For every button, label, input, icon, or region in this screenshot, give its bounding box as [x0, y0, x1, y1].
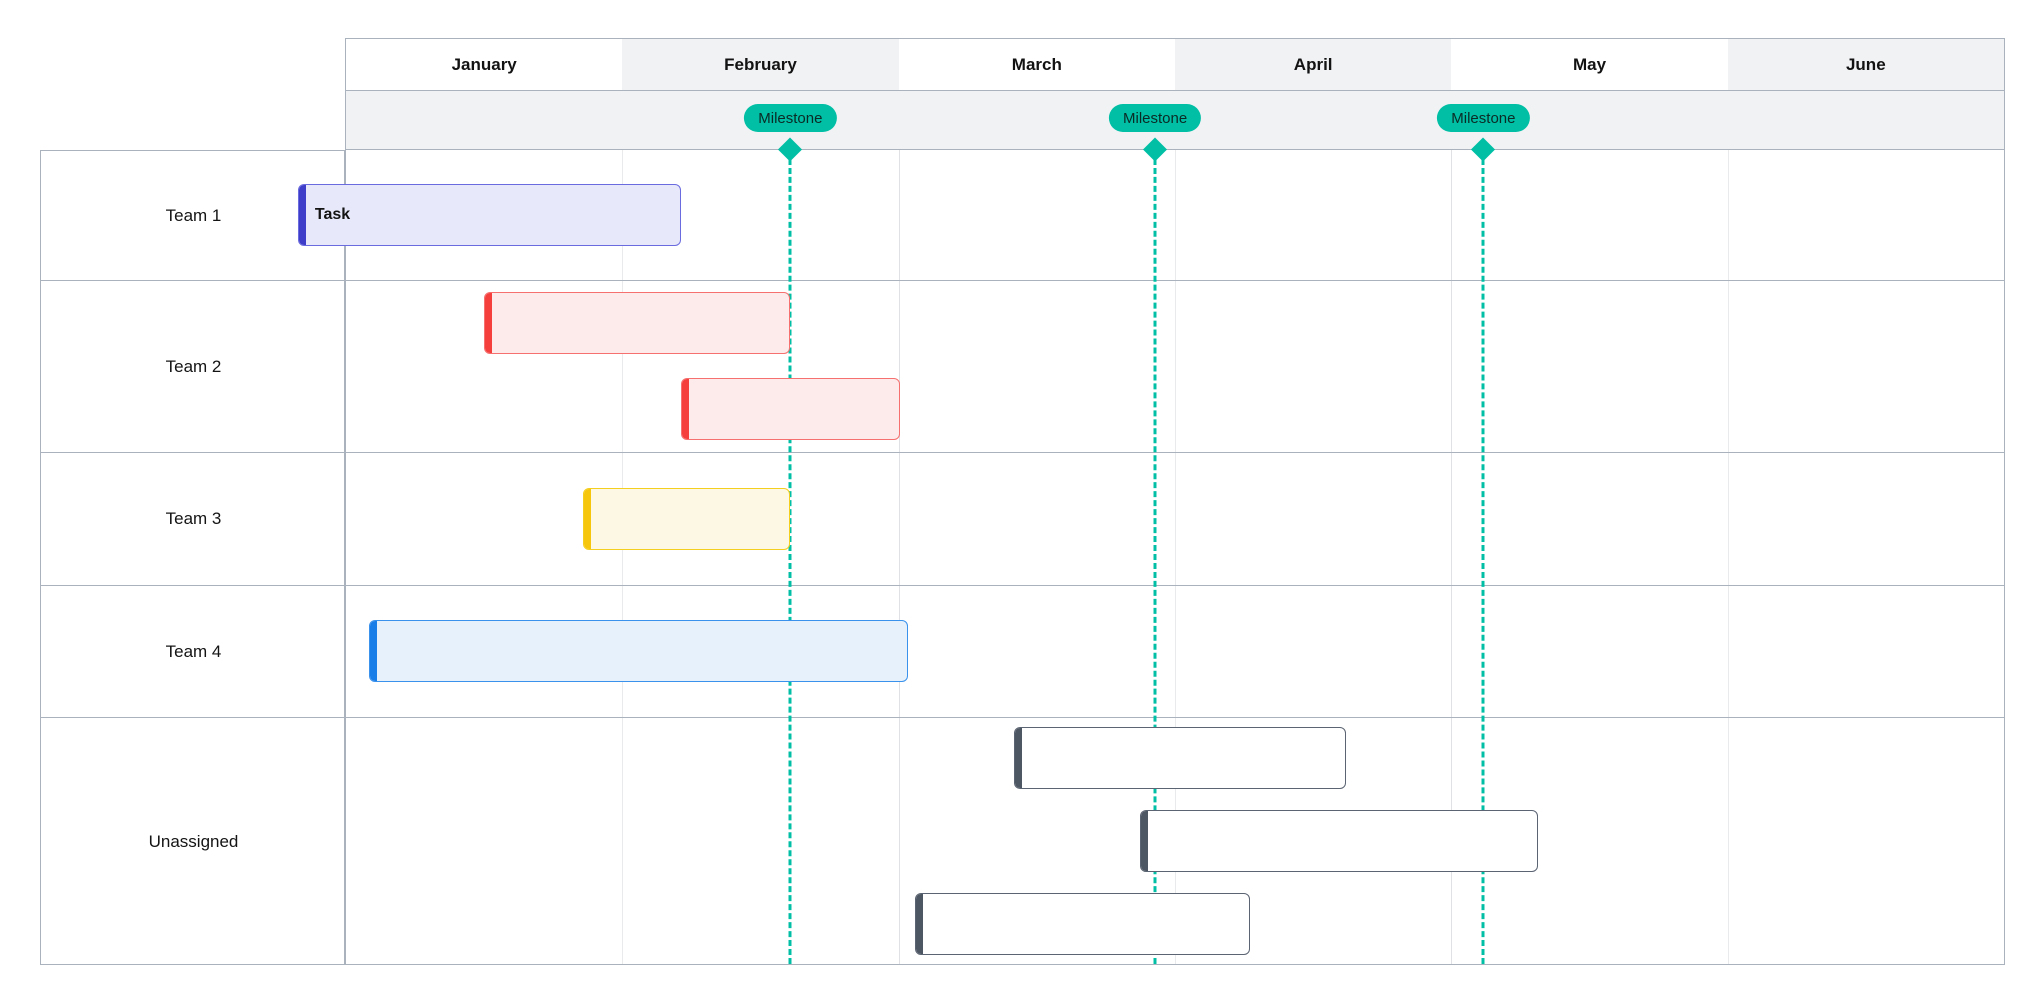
task-bar-accent: [584, 488, 592, 549]
row-separator: [346, 585, 2004, 586]
month-header-february: February: [622, 39, 899, 90]
task-bar[interactable]: [483, 292, 791, 354]
row-separator: [346, 717, 2004, 718]
row-label-unassigned[interactable]: Unassigned: [148, 832, 239, 851]
column-gridline: [898, 150, 900, 964]
row-separator: [346, 280, 2004, 281]
milestone-pill-1[interactable]: Milestone: [744, 104, 837, 132]
task-bar[interactable]: Task: [297, 184, 681, 246]
chart-body: Task: [297, 150, 2004, 964]
month-header-march: March: [1011, 54, 1062, 74]
task-bar[interactable]: [1140, 810, 1539, 872]
milestone-line-1: [788, 150, 792, 964]
milestone-line-2: [1153, 150, 1157, 964]
row-label-team-1[interactable]: Team 1: [41, 151, 346, 281]
task-bar-accent: [915, 893, 923, 954]
milestone-pill-2[interactable]: Milestone: [1108, 104, 1202, 132]
task-bar[interactable]: [369, 620, 909, 682]
month-header-april: April: [1175, 39, 1452, 90]
milestone-pill-3[interactable]: Milestone: [1437, 104, 1530, 132]
task-bar[interactable]: [680, 378, 900, 440]
row-separator: [346, 452, 2004, 453]
milestone-line-3: [1481, 150, 1485, 964]
task-bar-accent: [681, 379, 689, 439]
task-bar-accent: [484, 293, 492, 353]
task-bar-accent: [370, 621, 378, 681]
row-label-team-2[interactable]: Team 2: [41, 281, 346, 453]
task-bar[interactable]: [583, 487, 791, 550]
month-header-may: May: [1572, 54, 1607, 74]
column-gridline: [622, 150, 624, 964]
column-gridline: [1727, 150, 1729, 964]
task-bar[interactable]: [1014, 727, 1346, 790]
column-gridline: [1175, 150, 1176, 964]
row-label-team-4[interactable]: Team 4: [41, 586, 346, 718]
task-bar-accent: [298, 185, 306, 245]
column-gridline: [1451, 150, 1453, 964]
month-header-june: June: [1727, 39, 2004, 90]
task-bar[interactable]: [914, 892, 1250, 955]
task-bar-accent: [1141, 811, 1149, 871]
task-bar-label: Task: [314, 206, 351, 223]
month-header-january: January: [451, 54, 517, 74]
timeline-panel: Milestone Milestone Milestone Task January…: [297, 38, 2005, 965]
row-label-team-3[interactable]: Team 3: [41, 453, 346, 586]
milestone-band: Milestone Milestone Milestone: [346, 90, 2004, 150]
task-bar-accent: [1015, 728, 1023, 789]
